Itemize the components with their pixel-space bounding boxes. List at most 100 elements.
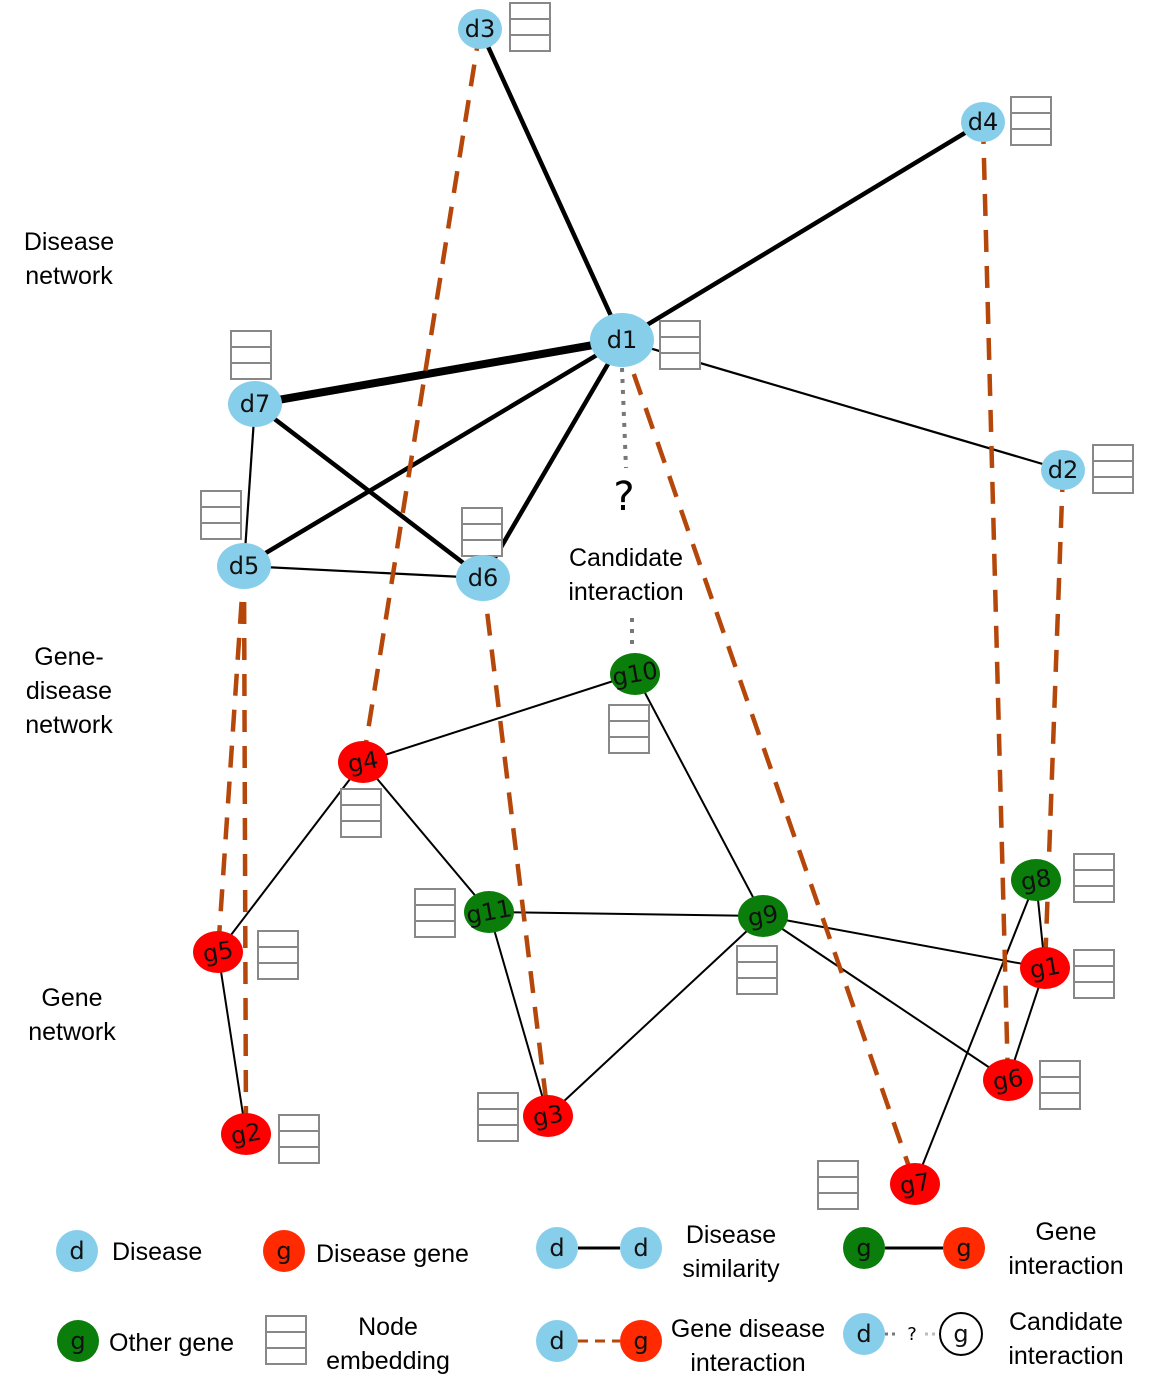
legend-candidate-label-1: Candidate: [1009, 1308, 1123, 1336]
similarity-edge-d1-d5: [242, 338, 624, 568]
edges-layer: [215, 28, 1066, 1185]
embedding-icon-g3: [477, 1092, 519, 1142]
node-g1: g1: [1020, 947, 1070, 989]
legend: d Disease g Disease gene d d Disease sim…: [56, 1218, 1124, 1377]
gene-edge-g4-g11: [362, 761, 490, 913]
legend-candidate-symbol-b: g: [953, 1320, 968, 1348]
node-g7-label: g7: [898, 1168, 933, 1201]
legend-gene-interaction: g g Gene interaction: [843, 1218, 1124, 1280]
gene-edge-g9-g1: [762, 915, 1046, 969]
node-g10: g10: [610, 653, 660, 695]
legend-similarity-node-a: [536, 1227, 578, 1269]
embedding-icon-g8: [1073, 853, 1115, 903]
gene-disease-network-label-1: Gene-: [34, 643, 103, 671]
embedding-icon-g11: [414, 888, 456, 938]
gene-disease-network-label-2: disease: [26, 677, 112, 705]
node-g11-shape: [464, 891, 514, 933]
gene-network-label-1: Gene: [41, 984, 102, 1012]
node-g2-shape: [221, 1113, 271, 1155]
embedding-icon-d2: [1092, 444, 1134, 494]
legend-candidate-symbol-mid: ?: [907, 1324, 917, 1345]
node-g6-label: g6: [991, 1064, 1026, 1097]
node-d6: d6: [456, 555, 510, 601]
embedding-icon-g4: [340, 788, 382, 838]
legend-node-embedding: Node embedding: [265, 1313, 450, 1375]
legend-node-embedding-label-2: embedding: [326, 1347, 450, 1375]
embedding-icon-d7: [230, 330, 272, 380]
gene-disease-edge-d5-g5: [215, 565, 247, 953]
similarity-edge-d1-d7: [254, 336, 623, 408]
node-g1-shape: [1020, 947, 1070, 989]
legend-gene-disease-symbol-b: g: [633, 1327, 648, 1355]
node-g4-shape: [338, 741, 388, 783]
gene-edge-g8-g7: [914, 879, 1037, 1185]
legend-other-gene-symbol: g: [70, 1327, 85, 1355]
legend-gene-disease-label-2: interaction: [690, 1349, 805, 1377]
node-d3-label: d3: [465, 15, 496, 43]
legend-other-gene: g Other gene: [57, 1320, 234, 1362]
node-g7: g7: [890, 1163, 940, 1205]
disease-network-label-2: network: [25, 262, 113, 290]
embeddings-layer: [200, 2, 1134, 1210]
legend-disease-gene-node: [263, 1230, 305, 1272]
node-g3-label: g3: [531, 1100, 566, 1133]
legend-gene-disease-node-a: [536, 1320, 578, 1362]
legend-disease-label: Disease: [112, 1238, 202, 1266]
candidate-label-line-2: interaction: [568, 578, 683, 606]
embedding-icon-d5: [200, 490, 242, 540]
gene-edge-g11-g9: [488, 911, 764, 917]
legend-gene-disease-symbol-a: d: [549, 1327, 564, 1355]
similarity-edge-d1-d3: [477, 28, 625, 341]
legend-gene-disease-label-1: Gene disease: [671, 1315, 825, 1343]
similarity-edge-d5-d6: [243, 564, 484, 580]
legend-gene-interaction-label-1: Gene: [1035, 1218, 1096, 1246]
legend-gene-disease-node-b: [620, 1320, 662, 1362]
embedding-icon-g2: [278, 1114, 320, 1164]
node-d4: d4: [961, 102, 1005, 142]
gene-disease-edge-d5-g2: [241, 565, 249, 1135]
legend-candidate-label-2: interaction: [1008, 1342, 1123, 1370]
node-d3-shape: [458, 9, 502, 49]
node-d3: d3: [458, 9, 502, 49]
similarity-edge-d7-d6: [253, 402, 485, 580]
node-d7: d7: [228, 381, 282, 427]
node-d6-label: d6: [468, 564, 499, 592]
node-g11: g11: [464, 891, 514, 933]
node-g3: g3: [523, 1095, 573, 1137]
legend-similarity-node-b: [620, 1227, 662, 1269]
embedding-icon-g10: [608, 704, 650, 754]
embedding-icon-g9: [736, 945, 778, 995]
node-g9-shape: [738, 895, 788, 937]
node-d7-label: d7: [240, 390, 271, 418]
legend-disease-gene-symbol: g: [276, 1237, 291, 1265]
similarity-edge-d7-d5: [242, 403, 257, 567]
legend-node-embedding-label-1: Node: [358, 1313, 418, 1341]
node-g9: g9: [738, 895, 788, 937]
node-g5-label: g5: [201, 936, 236, 969]
legend-gene-interaction-label-2: interaction: [1008, 1252, 1123, 1280]
gene-disease-network-label-3: network: [25, 711, 113, 739]
legend-embedding-grid: [265, 1315, 307, 1365]
node-g8-shape: [1011, 859, 1061, 901]
candidate-question-mark: ?: [613, 474, 634, 520]
gene-network-label-2: network: [28, 1018, 116, 1046]
embedding-icon-g1: [1073, 949, 1115, 999]
node-d1: d1: [590, 313, 654, 367]
node-d1-shape: [590, 313, 654, 367]
embedding-icon-d3: [509, 2, 551, 52]
gene-edge-g4-g5: [217, 761, 364, 953]
candidate-edge-d1-upper: [620, 367, 628, 469]
node-g3-shape: [523, 1095, 573, 1137]
legend-similarity-label-1: Disease: [686, 1221, 776, 1249]
node-g4: g4: [338, 741, 388, 783]
node-g8-label: g8: [1019, 864, 1054, 897]
node-g9-label: g9: [746, 900, 781, 933]
gene-edge-g9-g6: [762, 915, 1009, 1081]
embedding-icon-d4: [1010, 96, 1052, 146]
node-d7-shape: [228, 381, 282, 427]
gene-disease-edge-d1-g7: [619, 339, 918, 1185]
node-d5-shape: [217, 543, 271, 589]
node-d5-label: d5: [229, 552, 260, 580]
node-g5: g5: [193, 931, 243, 973]
